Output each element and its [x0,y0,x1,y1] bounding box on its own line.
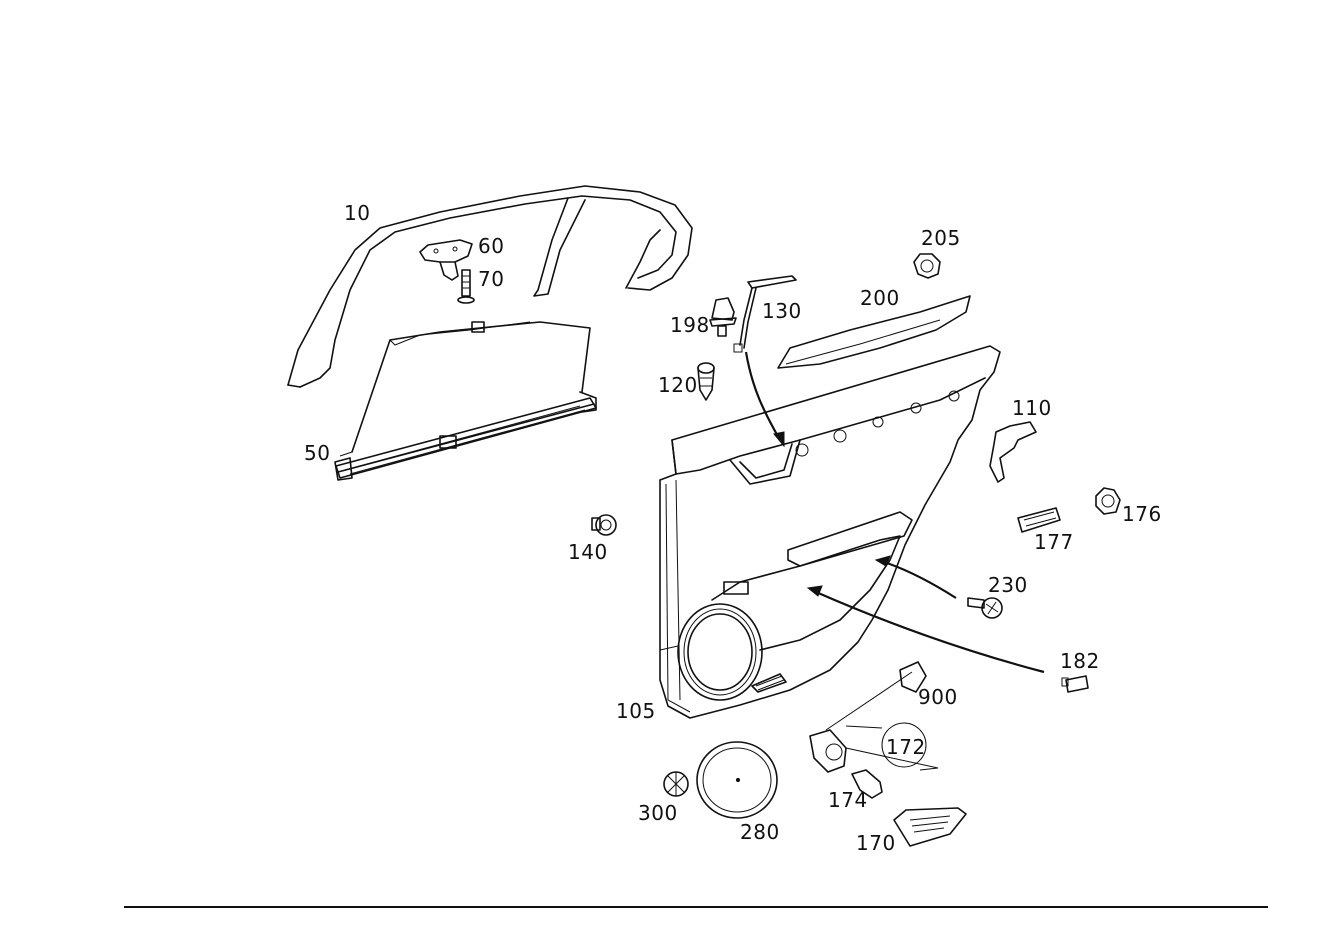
callout-60: 60 [478,234,504,258]
callout-300: 300 [638,801,678,825]
part-177-cover [1017,507,1061,533]
part-110-bracket [989,421,1037,483]
part-130-rod [733,275,797,353]
callout-230: 230 [988,573,1028,597]
part-50-sun-blind [334,321,597,481]
part-900-cover [899,661,927,693]
callout-10: 10 [344,201,370,225]
part-230-screw [967,597,1003,619]
callout-170: 170 [856,831,896,855]
part-280-speaker [696,741,778,819]
callout-200: 200 [860,286,900,310]
callout-70: 70 [478,267,504,291]
callout-105: 105 [616,699,656,723]
part-70-screw [457,269,475,304]
callout-174: 174 [828,788,868,812]
callout-110: 110 [1012,396,1052,420]
part-182-clip [1061,675,1089,693]
part-176-nut [1095,487,1121,515]
callout-177: 177 [1034,530,1074,554]
part-205-nut [913,253,941,279]
part-200-trim-strip [777,295,971,369]
part-120-lock-pin [697,362,715,401]
part-198-clip [709,297,737,337]
part-300-grille [663,771,689,797]
callout-198: 198 [670,313,710,337]
part-10-window-frame [287,185,693,388]
callout-130: 130 [762,299,802,323]
callout-205: 205 [921,226,961,250]
part-174-bulb [851,769,883,799]
callout-182: 182 [1060,649,1100,673]
callout-140: 140 [568,540,608,564]
callout-120: 120 [658,373,698,397]
callout-176: 176 [1122,502,1162,526]
part-170-lamp [893,807,967,847]
part-60-bracket [419,239,473,281]
callout-172: 172 [886,735,926,759]
footer-divider [124,906,1268,908]
leader-lines [744,351,1045,674]
part-105-door-panel [659,345,1001,719]
callout-50: 50 [304,441,330,465]
part-140-clip [591,514,617,536]
part-172-lamp-holder [809,671,939,773]
callout-280: 280 [740,820,780,844]
callout-900: 900 [918,685,958,709]
